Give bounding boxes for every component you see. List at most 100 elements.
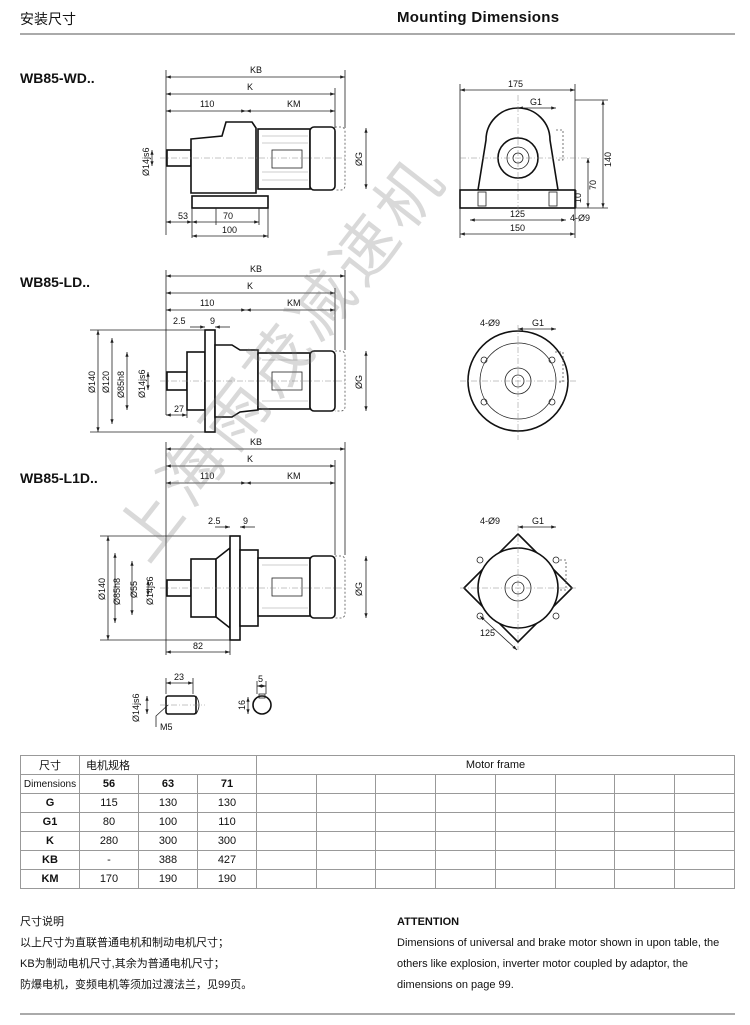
dim-140: 140 [603, 152, 613, 167]
dimensions-table: 尺寸 电机规格 Motor frame Dimensions 56 63 71 … [20, 755, 736, 889]
shaft-thread: M5 [160, 722, 173, 732]
col-label-cn: 尺寸 [20, 755, 80, 775]
drawing-ld-side: 4-Ø9 G1 [460, 318, 578, 440]
motor-frame-label: Motor frame [256, 755, 735, 775]
dim-2-5: 2.5 [208, 516, 221, 526]
dim-10: 10 [573, 193, 583, 203]
dim-k: K [247, 82, 253, 92]
dim-shaft: Ø14js6 [145, 576, 155, 605]
cell: 170 [79, 869, 139, 889]
header-title-en: Mounting Dimensions [397, 9, 560, 26]
cell: 427 [197, 850, 257, 870]
frame-71: 71 [197, 774, 257, 794]
dim-120: Ø120 [101, 371, 111, 393]
row-label: G [20, 793, 80, 813]
dim-82: 82 [193, 641, 203, 651]
dim-holes: 4-Ø9 [480, 318, 500, 328]
dim-km: KM [287, 298, 301, 308]
cell: 190 [138, 869, 198, 889]
notes-cn-line: KB为制动电机尺寸,其余为普通电机尺寸； [20, 958, 225, 970]
cell: 100 [138, 812, 198, 832]
dim-km: KM [287, 99, 301, 109]
dim-km: KM [287, 471, 301, 481]
dim-2-5: 2.5 [173, 316, 186, 326]
dim-holes: 4-Ø9 [480, 516, 500, 526]
cell: 388 [138, 850, 198, 870]
notes-cn-line: 防爆电机，变频电机等须加过渡法兰，见99页。 [20, 979, 253, 991]
drawing-ld-front: KB K 110 KM 2.5 9 ØG Ø140 Ø120 Ø85h8 Ø14… [87, 264, 368, 433]
drawing-wd-front: KB K 110 KM ØG Ø14js6 53 70 100 [141, 65, 368, 238]
attention-text: Dimensions of universal and brake motor … [397, 937, 720, 991]
shaft-diameter: Ø14js6 [131, 693, 141, 722]
attention-title: ATTENTION [397, 916, 460, 928]
cell: - [79, 850, 139, 870]
cell: 130 [138, 793, 198, 813]
dim-holes: 4-Ø9 [570, 213, 590, 223]
frame-56: 56 [79, 774, 139, 794]
dim-27: 27 [174, 404, 184, 414]
dim-g1: G1 [530, 97, 542, 107]
dim-85h8: Ø85h8 [112, 578, 122, 605]
row-label: K [20, 831, 80, 851]
dim-110: 110 [200, 471, 214, 481]
cell: 300 [138, 831, 198, 851]
cell: 300 [197, 831, 257, 851]
dim-g1: G1 [532, 516, 544, 526]
drawing-wd-side: 175 G1 140 70 10 125 4-Ø9 150 [459, 79, 613, 238]
notes-cn: 尺寸说明 以上尺寸为直联普通电机和制动电机尺寸； KB为制动电机尺寸,其余为普通… [20, 912, 252, 996]
notes-cn-title: 尺寸说明 [20, 916, 64, 928]
dim-150: 150 [510, 223, 525, 233]
notes-en: ATTENTION Dimensions of universal and br… [397, 912, 727, 996]
dim-140: Ø140 [87, 371, 97, 393]
row-label: G1 [20, 812, 80, 832]
dim-125: 125 [510, 209, 525, 219]
cell: 280 [79, 831, 139, 851]
model-title-l1d: WB85-L1D.. [20, 470, 98, 486]
cell: 130 [197, 793, 257, 813]
dim-110: 110 [200, 298, 214, 308]
table-frames-row: Dimensions 56 63 71 [20, 774, 736, 794]
dim-g: ØG [354, 375, 364, 389]
dim-125: 125 [480, 628, 495, 638]
key-width: 5 [258, 674, 263, 684]
key-height: 16 [237, 700, 247, 710]
dim-kb: KB [250, 65, 262, 75]
drawing-l1d-front: KB K 110 KM 2.5 9 ØG Ø140 Ø85h8 Ø55 Ø14j… [97, 437, 368, 655]
dim-110: 110 [200, 99, 214, 109]
shaft-length: 23 [174, 672, 184, 682]
cell: 190 [197, 869, 257, 889]
drawing-l1d-side: 4-Ø9 G1 125 [460, 516, 578, 651]
model-title-wd: WB85-WD.. [20, 70, 95, 86]
model-title-ld: WB85-LD.. [20, 274, 90, 290]
shaft-detail: 23 Ø14js6 M5 5 16 [131, 672, 272, 732]
dim-g: ØG [354, 582, 364, 596]
row-label: KB [20, 850, 80, 870]
technical-drawings: KB K 110 KM ØG Ø14js6 53 70 100 175 [87, 65, 613, 732]
dim-70-vertical: 70 [588, 180, 598, 190]
footer-divider [20, 1013, 735, 1015]
dim-175: 175 [508, 79, 523, 89]
cell: 110 [197, 812, 257, 832]
dim-k: K [247, 454, 253, 464]
dim-kb: KB [250, 264, 262, 274]
dim-shaft: Ø14js6 [137, 369, 147, 398]
frame-63: 63 [138, 774, 198, 794]
dim-g: ØG [354, 152, 364, 166]
dim-9: 9 [210, 316, 215, 326]
dim-85h8: Ø85h8 [116, 371, 126, 398]
spec-cn: 电机规格 [79, 755, 257, 775]
dim-g1: G1 [532, 318, 544, 328]
dim-k: K [247, 281, 253, 291]
cell: 80 [79, 812, 139, 832]
dim-53: 53 [178, 211, 188, 221]
dim-100: 100 [222, 225, 237, 235]
dim-kb: KB [250, 437, 262, 447]
dim-140: Ø140 [97, 578, 107, 600]
dim-55: Ø55 [129, 581, 139, 598]
header-title-cn: 安装尺寸 [20, 11, 76, 27]
dim-70: 70 [223, 211, 233, 221]
cell: 115 [79, 793, 139, 813]
